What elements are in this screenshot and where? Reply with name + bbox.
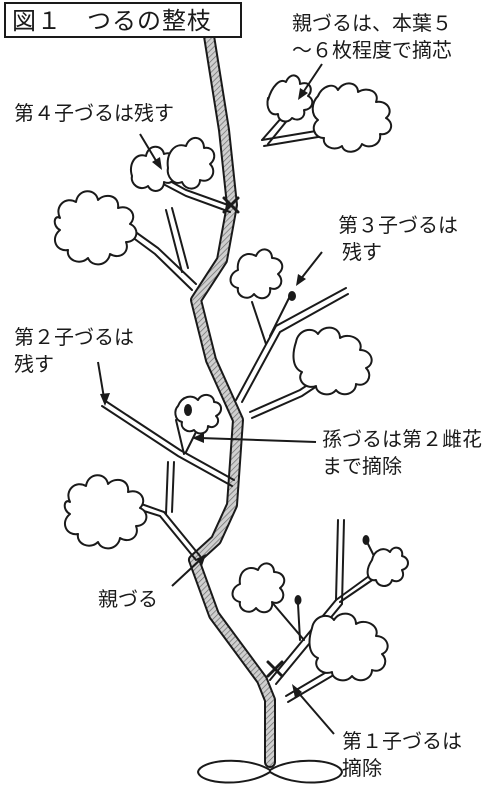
leaf-grandchild [174, 394, 222, 435]
bud-child1-a [294, 595, 302, 605]
label-child3-line2: 残す [342, 240, 382, 264]
figure-title-box: 図１ つるの整枝 [4, 2, 242, 38]
bud-child3 [288, 291, 296, 301]
label-child2-line2: 残す [14, 352, 54, 376]
label-child3-line1: 第３子づるは [338, 213, 458, 237]
bud-grandchild [184, 404, 192, 416]
leaf-child1-small [231, 562, 286, 614]
leaf-child4-b [166, 137, 216, 190]
label-child1: 第１子づるは 摘除 [342, 728, 462, 782]
cotyledons [196, 759, 344, 784]
label-grandchild-line1: 孫づるは第２雌花 [322, 427, 482, 451]
label-child2: 第２子づるは 残す [14, 324, 134, 378]
label-child1-line1: 第１子づるは [342, 729, 462, 753]
leaf-lower-right [308, 612, 389, 682]
leaf-child1-tip [366, 546, 409, 587]
label-parent-pinch-line2: ～６枚程度で摘芯 [292, 38, 452, 62]
label-parent-vine: 親づる [98, 586, 158, 613]
label-child2-line1: 第２子づるは [14, 325, 134, 349]
cut-marks [222, 196, 284, 678]
leaf-right-mid [292, 326, 373, 396]
label-child1-line2: 摘除 [342, 756, 382, 780]
label-child3: 第３子づるは 残す [338, 212, 458, 266]
label-child4: 第４子づるは残す [14, 100, 174, 127]
cut-mark-parent-icon [222, 196, 240, 214]
label-child4-line1: 第４子づるは残す [14, 101, 174, 125]
flower-buds [184, 291, 370, 605]
leaf-left-lower [63, 474, 148, 550]
label-parent-vine-line1: 親づる [98, 587, 158, 611]
label-grandchild: 孫づるは第２雌花 まで摘除 [322, 426, 482, 480]
bud-child1-b [362, 535, 370, 545]
label-grandchild-line2: まで摘除 [322, 454, 402, 478]
callout-arrows [97, 63, 335, 735]
cut-mark-child1-icon [266, 660, 284, 678]
figure-title: 図１ つるの整枝 [12, 7, 212, 35]
leaves [53, 74, 409, 682]
leaf-left-big [53, 190, 138, 266]
leaf-child3 [229, 248, 284, 300]
leaf-top-right [311, 82, 393, 153]
parent-vine [188, 30, 276, 768]
label-parent-pinch-line1: 親づるは、本葉５ [292, 11, 452, 35]
leaf-top-small [266, 74, 314, 123]
label-parent-pinch: 親づるは、本葉５ ～６枚程度で摘芯 [292, 10, 452, 64]
